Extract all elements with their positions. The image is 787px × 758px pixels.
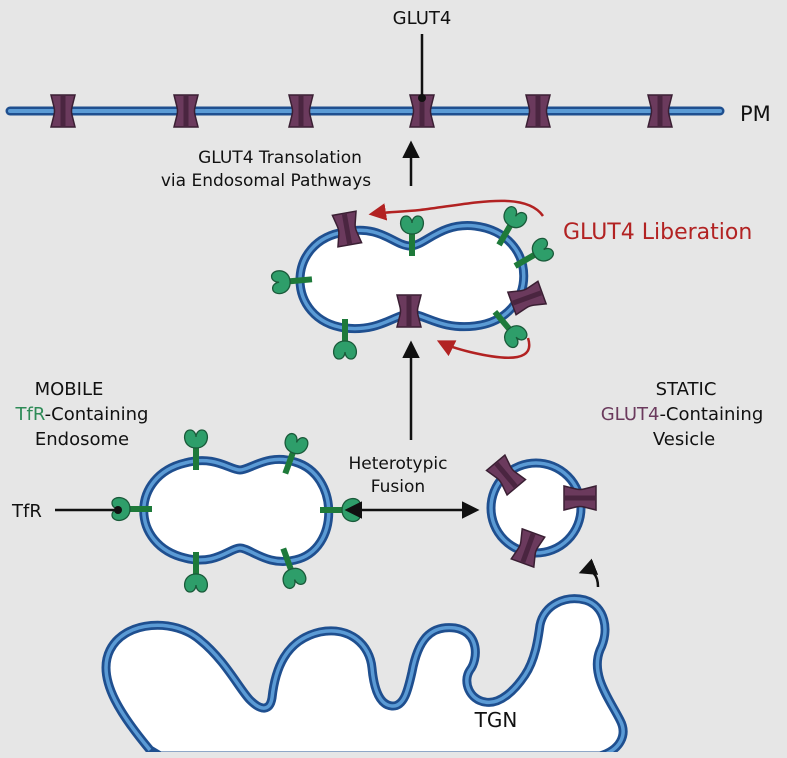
pm-label: PM: [740, 102, 771, 126]
liberation-label: GLUT4 Liberation: [563, 220, 752, 245]
glut4-icon: [396, 294, 422, 328]
tgn: [101, 594, 628, 758]
fusion-label-line2: Fusion: [371, 477, 425, 497]
static-label-containing: -Containing: [659, 404, 763, 425]
glut4-icon: [173, 94, 199, 128]
glut4-icon: [563, 485, 597, 511]
fused-compartment: [271, 205, 555, 359]
static-vesicle: [485, 454, 597, 568]
glut4-pointer: [418, 34, 426, 102]
glut4-icon: [525, 94, 551, 128]
mobile-endosome: [112, 430, 360, 592]
glut4-label: GLUT4: [393, 8, 452, 29]
liberation-arrow-bottom: [436, 337, 531, 359]
glut4-icon: [50, 94, 76, 128]
budding-arrow: [578, 558, 600, 588]
mobile-label-tfr: TfR: [15, 404, 45, 425]
translocation-label-line1: GLUT4 Transolation: [198, 148, 362, 168]
static-label-line1: STATIC: [656, 379, 717, 400]
mobile-label-line1: MOBILE: [35, 379, 104, 400]
glut4-icon: [288, 94, 314, 128]
mobile-label-line3: Endosome: [35, 429, 129, 450]
static-label-line3: Vesicle: [653, 429, 715, 450]
mobile-label-line2: TfR-Containing: [15, 404, 149, 425]
fusion-label-line1: Heterotypic: [349, 454, 448, 474]
static-label-glut4: GLUT4: [601, 404, 660, 425]
mobile-label-containing: -Containing: [45, 404, 149, 425]
tfr-pointer: [55, 506, 122, 514]
liberation-arrow-top: [368, 199, 545, 221]
translocation-label-line2: via Endosomal Pathways: [161, 171, 371, 191]
glut4-icon: [647, 94, 673, 128]
static-label-line2: GLUT4-Containing: [601, 404, 764, 425]
tgn-label: TGN: [474, 708, 518, 732]
tfr-label: TfR: [11, 501, 42, 522]
